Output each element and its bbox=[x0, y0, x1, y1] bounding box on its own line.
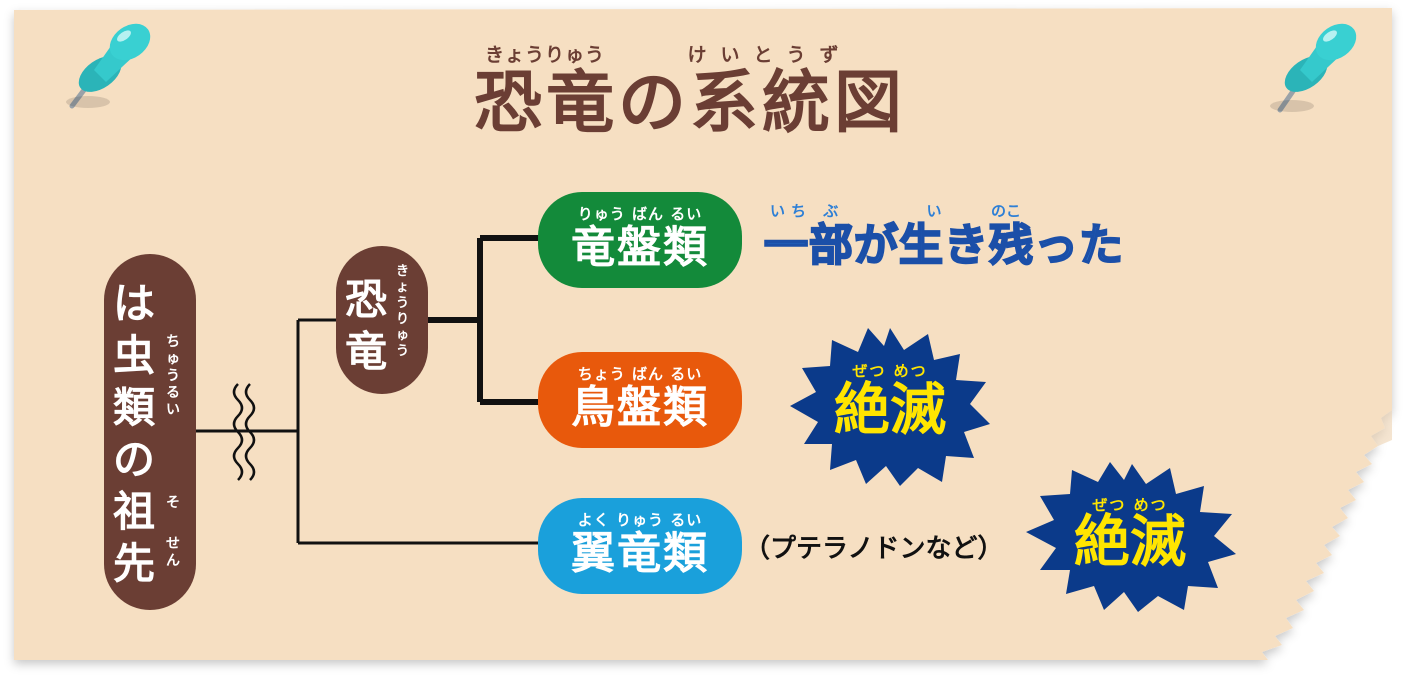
pterosaur-ruby: よく りゅう るい bbox=[577, 511, 703, 529]
saurischia-ruby: りゅう ばん るい bbox=[577, 205, 703, 223]
root-char-6: 先 bbox=[112, 539, 155, 588]
dinosaur-char-1: 恐 bbox=[344, 275, 387, 324]
break-mark-bg bbox=[226, 380, 262, 484]
saurischia-node: りゅう ばん るい 竜盤類 bbox=[538, 192, 742, 288]
root-ruby-chuurui: ちゅうるい bbox=[166, 334, 180, 418]
title-ruby-keitouzu: けいとうず bbox=[687, 44, 853, 66]
root-ruby-so: そ bbox=[166, 495, 180, 511]
survived-ruby-ichibu: いち ぶ bbox=[770, 202, 845, 220]
extinct-2-text: 絶滅 bbox=[1074, 510, 1186, 575]
pushpin-right-icon bbox=[1270, 23, 1357, 113]
ornithischia-node: ちょう ばん るい 鳥盤類 bbox=[538, 352, 742, 448]
survived-text: 一部が生き残った bbox=[763, 219, 1124, 272]
saurischia-label: 竜盤類 bbox=[571, 222, 709, 273]
break-mark-icon bbox=[232, 383, 256, 481]
pterosaur-note: （プテラノドンなど） bbox=[744, 534, 1004, 564]
page-title: 恐竜の系統図 bbox=[473, 64, 906, 143]
dinosaur-char-2: 竜 bbox=[344, 327, 387, 376]
survived-ruby-i: い bbox=[926, 202, 942, 220]
title-ruby-kyouryuu: きょうりゅう bbox=[484, 44, 605, 66]
dinosaur-ruby: きょうりゅう bbox=[396, 264, 410, 359]
ornithischia-label: 鳥盤類 bbox=[571, 382, 709, 433]
root-char-1: は bbox=[112, 279, 155, 328]
extinct-burst-2 bbox=[1026, 462, 1236, 612]
root-char-3: 類 bbox=[112, 383, 155, 432]
ornithischia-ruby: ちょう ばん るい bbox=[577, 365, 703, 383]
dinosaur-node: 恐 竜 きょうりゅう bbox=[336, 246, 428, 394]
pterosaur-label: 翼竜類 bbox=[571, 528, 709, 579]
extinct-2-ruby: ぜつ めつ bbox=[1092, 496, 1168, 514]
root-ancestor-box: は 虫 類 の 祖 先 ちゅうるい そ せん bbox=[104, 254, 196, 610]
extinct-burst-1 bbox=[790, 328, 990, 486]
root-ruby-sen: せん bbox=[166, 536, 180, 569]
pushpin-left-icon bbox=[66, 23, 151, 109]
root-char-5: 祖 bbox=[112, 487, 155, 536]
root-char-2: 虫 bbox=[112, 331, 155, 380]
pterosaur-node: よく りゅう るい 翼竜類 bbox=[538, 498, 742, 594]
extinct-1-text: 絶滅 bbox=[834, 378, 946, 443]
survived-ruby-noko: のこ bbox=[990, 202, 1021, 220]
extinct-1-ruby: ぜつ めつ bbox=[852, 362, 928, 380]
root-char-4: の bbox=[112, 435, 155, 484]
